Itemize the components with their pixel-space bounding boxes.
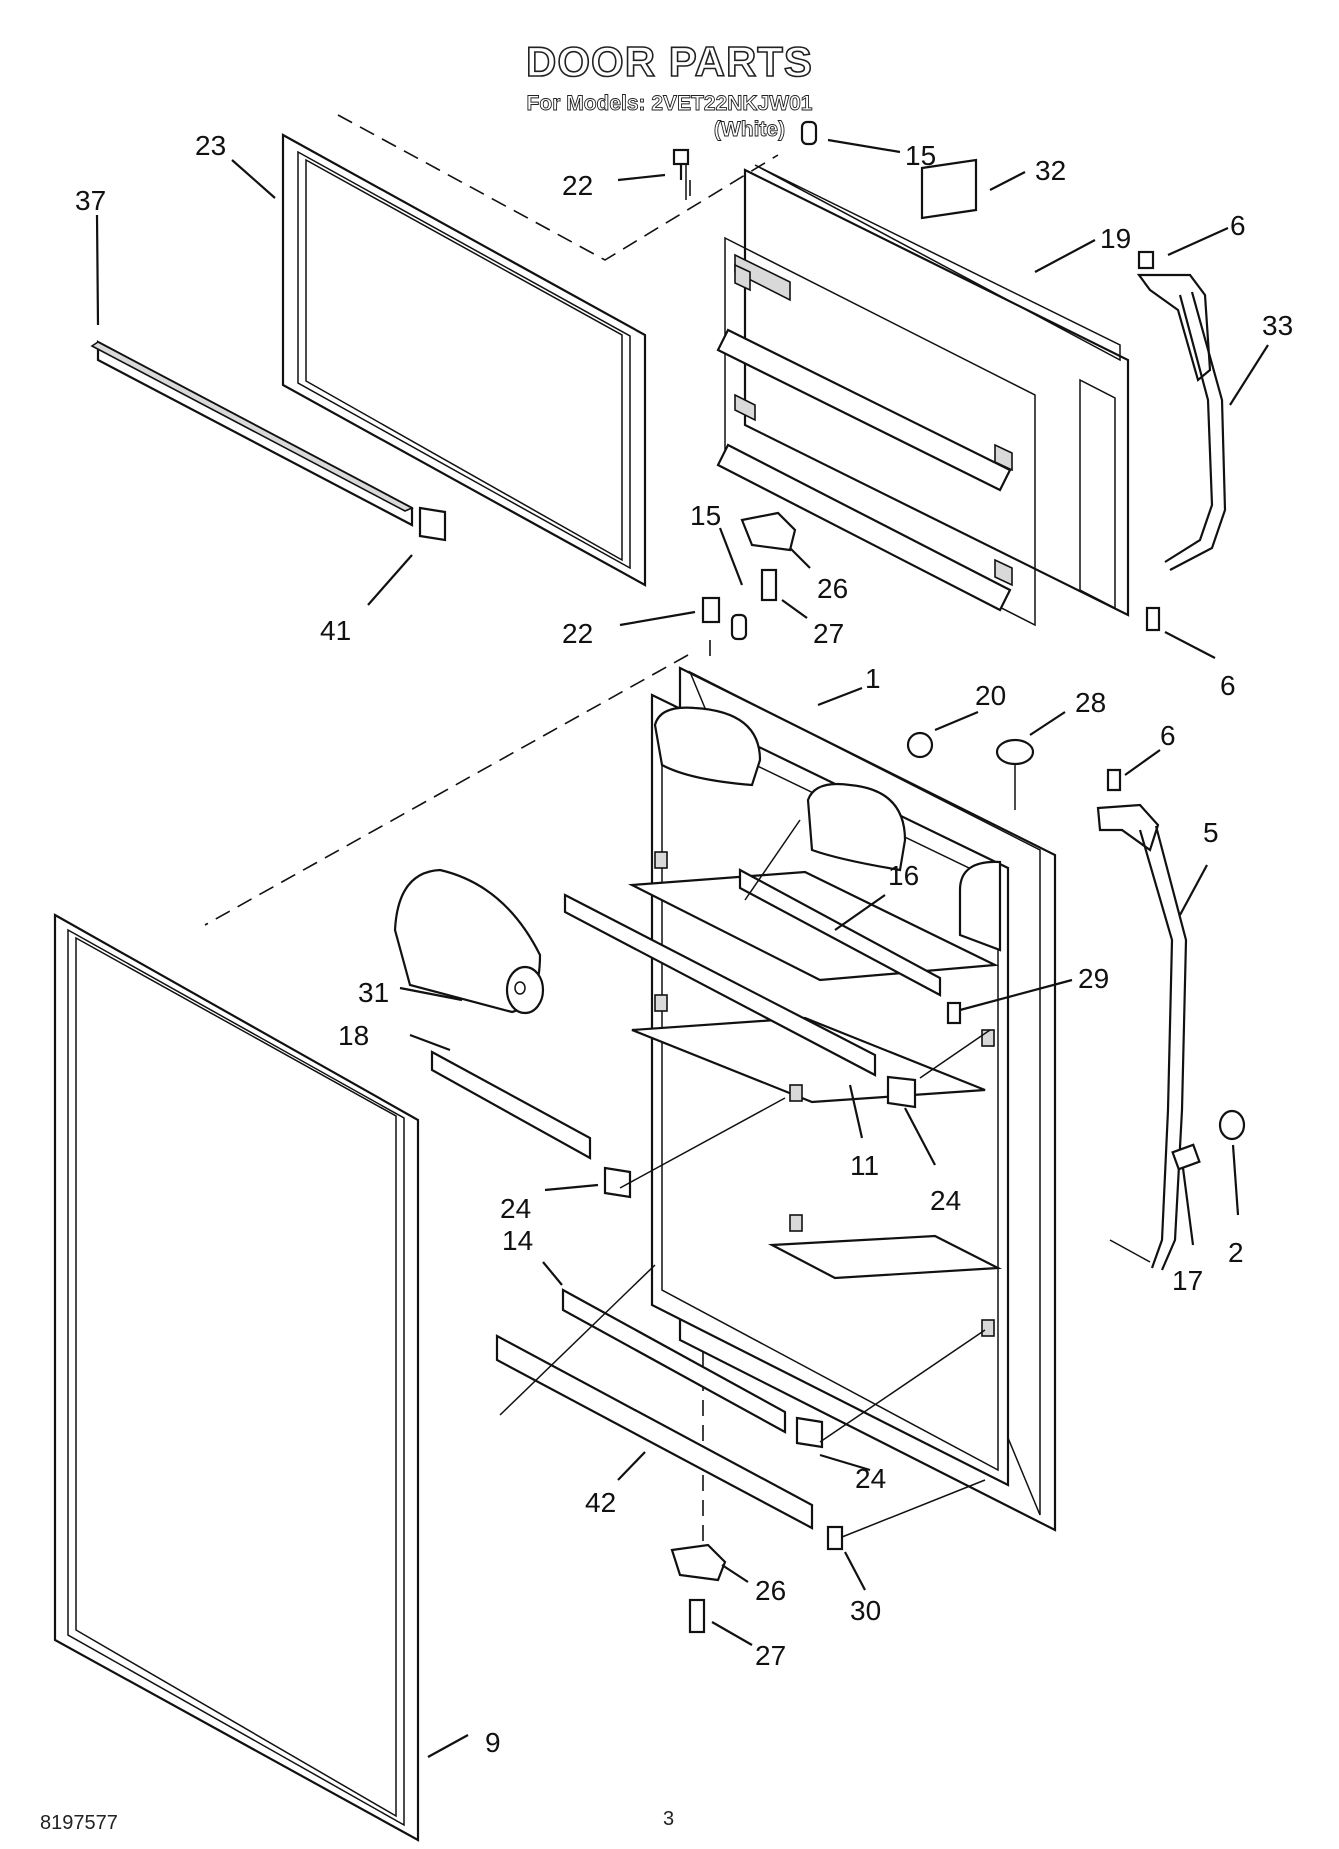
- model-line: For Models: 2VET22NKJW01: [526, 92, 813, 116]
- callout-2: 2: [1228, 1237, 1244, 1268]
- screw-6b: [1145, 606, 1161, 632]
- callout-11: 11: [850, 1150, 879, 1181]
- screw-17: [1171, 1143, 1201, 1171]
- callout-30: 30: [850, 1595, 881, 1626]
- callout-18: 18: [338, 1020, 369, 1051]
- color-line: (White): [713, 118, 786, 142]
- clip: [418, 506, 447, 542]
- callout-29: 29: [1078, 963, 1109, 994]
- callout-22-mid: 22: [562, 618, 593, 649]
- screw-6c: [1106, 768, 1122, 792]
- shelf-bar-11: [563, 893, 877, 1077]
- document-number: 8197577: [40, 1812, 118, 1834]
- callout-6-mid: 6: [1220, 670, 1236, 701]
- callout-22-top: 22: [562, 170, 593, 201]
- callout-23: 23: [195, 130, 226, 161]
- callout-20: 20: [975, 680, 1006, 711]
- label: [920, 158, 978, 220]
- callout-42: 42: [585, 1487, 616, 1518]
- callout-16: 16: [888, 860, 919, 891]
- plug-15-top: [800, 120, 818, 146]
- refrigerator-gasket: [53, 913, 420, 1842]
- hinge-upper: [740, 511, 797, 602]
- callout-32: 32: [1035, 155, 1066, 186]
- callout-28: 28: [1075, 687, 1106, 718]
- callout-15-mid: 15: [690, 500, 721, 531]
- hinge-lower: [670, 1543, 727, 1634]
- screw-6a: [1137, 250, 1155, 270]
- callout-19: 19: [1100, 223, 1131, 254]
- assembly-line-top: [337, 114, 779, 261]
- shelf-bar-18: [430, 1050, 592, 1160]
- callout-27-lower: 27: [755, 1640, 786, 1671]
- callout-26-lower: 26: [755, 1575, 786, 1606]
- callout-5: 5: [1203, 817, 1219, 848]
- plug-15-mid: [730, 613, 748, 641]
- page-title: DOOR PARTS: [525, 37, 813, 86]
- breaker-strip: [90, 340, 414, 527]
- stop-29: [946, 1001, 962, 1025]
- shelf-bar-16: [738, 868, 942, 997]
- leader-lines: [95, 138, 1269, 1758]
- plug-28: [995, 738, 1035, 766]
- callout-1: 1: [865, 663, 881, 694]
- clip-24b: [886, 1075, 917, 1109]
- callout-33: 33: [1262, 310, 1293, 341]
- shelf-bar-42: [495, 1334, 814, 1530]
- callout-41: 41: [320, 615, 351, 646]
- callout-26-upper: 26: [817, 573, 848, 604]
- callout-24-right: 24: [930, 1185, 961, 1216]
- clip-24a: [603, 1166, 632, 1199]
- callout-9: 9: [485, 1727, 501, 1758]
- callout-15-top: 15: [905, 140, 936, 171]
- egg-bin: [393, 868, 545, 1015]
- callout-31: 31: [358, 977, 389, 1008]
- refrigerator-door-liner: [627, 666, 1057, 1532]
- callout-27-upper: 27: [813, 618, 844, 649]
- stop-30: [826, 1525, 844, 1551]
- screw-22-mid: [701, 596, 721, 624]
- freezer-door-liner: [716, 164, 1130, 627]
- cap-2: [1218, 1109, 1246, 1141]
- freezer-handle: [1136, 273, 1227, 571]
- clip-24c: [795, 1416, 824, 1449]
- callout-6-lower: 6: [1160, 720, 1176, 751]
- page-number: 3: [663, 1808, 675, 1830]
- callout-6-top: 6: [1230, 210, 1246, 241]
- screw-22-top: [672, 148, 690, 180]
- callout-17: 17: [1172, 1265, 1203, 1296]
- assembly-line-door: [204, 654, 689, 926]
- callout-24-lower: 24: [855, 1463, 886, 1494]
- refrigerator-handle: [1096, 768, 1188, 1271]
- callout-14: 14: [502, 1225, 533, 1256]
- freezer-gasket: [281, 133, 647, 587]
- shelf-bar-14: [561, 1288, 787, 1434]
- callout-labels: 23 37 41 22 15 32 19 6 33 6 15 26 27 22 …: [75, 130, 1293, 1758]
- callout-24-left: 24: [500, 1193, 531, 1224]
- callout-37: 37: [75, 185, 106, 216]
- clip-20: [906, 731, 934, 759]
